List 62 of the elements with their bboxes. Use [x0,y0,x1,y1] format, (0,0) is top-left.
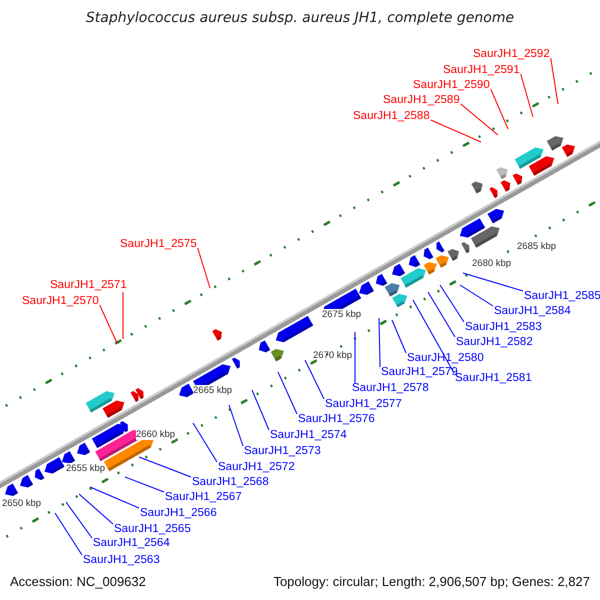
gene-label: SaurJH1_2588 [353,109,430,123]
leader-line [78,494,114,524]
leader-line [138,456,192,478]
gene-label: SaurJH1_2592 [473,47,550,61]
footer-text: Accession: NC_009632 [10,574,146,590]
leader-line [90,486,140,508]
title: Staphylococcus aureus subsp. aureus JH1, complete genome [84,10,516,26]
gene-label: SaurJH1_2567 [165,490,242,504]
position-label: 2655 kbp [66,463,106,474]
leader-line [304,360,324,400]
leader-line [460,104,498,136]
gene-label: SaurJH1_2572 [218,460,295,474]
leader-line [430,120,482,142]
gene-label: SaurJH1_2563 [83,553,160,567]
leader-line [428,292,456,338]
leader-line [54,512,82,556]
gene-label: SaurJH1_2590 [413,78,490,92]
gene-label: SaurJH1_2583 [465,320,542,334]
leader-line [520,74,534,118]
gene-label: SaurJH1_2585 [524,289,600,303]
gene-label: SaurJH1_2564 [93,536,170,550]
leader-line [378,318,380,368]
gene-label: SaurJH1_2579 [381,365,458,379]
gene-label: SaurJH1_2575 [120,237,197,251]
gene-label: SaurJH1_2565 [114,522,191,536]
gene-label: SaurJH1_2584 [494,304,571,318]
leader-line [462,272,524,292]
gene-label: SaurJH1_2568 [192,475,269,489]
position-label: 2660 kbp [136,429,176,440]
position-label: 2670 kbp [313,350,352,361]
leader-line [197,248,210,288]
leader-line [122,292,124,340]
gene-label: SaurJH1_2576 [298,412,375,426]
leader-line [99,304,118,344]
gene-label: SaurJH1_2591 [443,63,520,77]
gene-label: SaurJH1_2578 [352,381,429,395]
gene-label: SaurJH1_2589 [383,93,460,107]
leader-line [490,88,508,130]
position-label: 2680 kbp [472,258,512,269]
gene-label: SaurJH1_2566 [140,506,217,520]
footer-text: Topology: circular; Length: 2,906,507 bp; Genes: 2,827 [273,574,590,590]
gene-label: SaurJH1_2582 [456,335,533,349]
gene-label: SaurJH1_2577 [325,397,402,411]
leader-line [124,476,164,492]
leader-line [354,332,356,384]
gene-label: SaurJH1_2574 [270,428,347,442]
position-label: 2665 kbp [193,385,232,396]
leader-line [440,284,464,322]
leader-line [66,502,92,538]
position-label: 2685 kbp [517,241,556,252]
leader-line [550,58,558,104]
gene-label: SaurJH1_2571 [50,278,127,292]
leader-line [228,404,244,446]
gene-label: SaurJH1_2570 [22,294,99,308]
position-label: 2650 kbp [2,498,42,509]
leader-line [192,422,218,462]
leader-line [460,284,494,306]
leader-line [278,372,298,414]
position-label: 2675 kbp [322,309,362,320]
leader-line [392,320,406,354]
gene-label: SaurJH1_2573 [244,444,321,458]
leader-line [252,390,270,430]
